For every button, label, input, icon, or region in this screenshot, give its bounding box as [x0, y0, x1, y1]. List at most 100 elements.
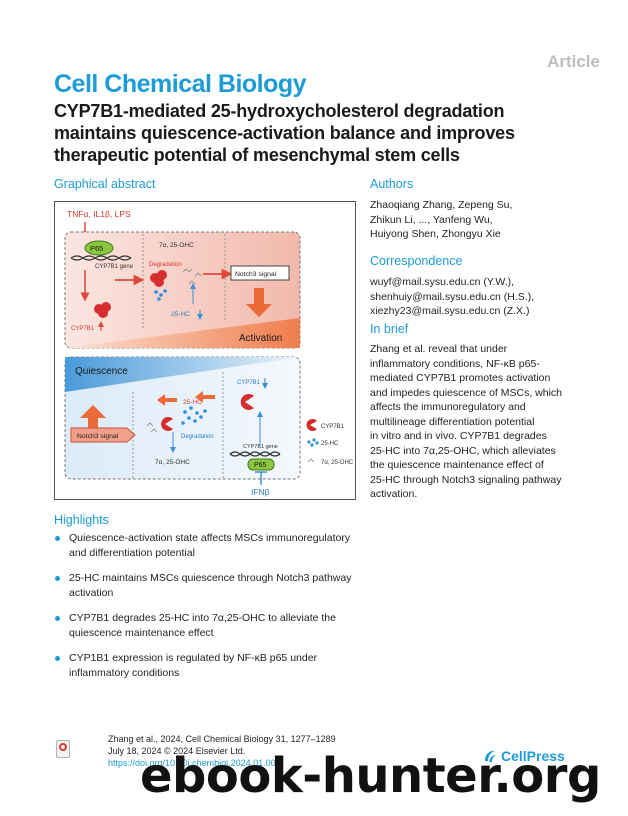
- in-brief-line: 25-HC through Notch3 signaling pathway: [370, 473, 562, 486]
- doi-link[interactable]: https://doi.org/10.10j.chembiol.2024.01.…: [108, 758, 276, 768]
- highlight-item: CYP1B1 expression is regulated by NF-κB …: [54, 651, 364, 680]
- p65-label: P65: [90, 244, 103, 253]
- highlight-item: CYP7B1 degrades 25-HC into 7α,25-OHC to …: [54, 611, 364, 640]
- cyp7b1-enzyme-icon: [150, 270, 167, 287]
- crossmark-icon[interactable]: [56, 740, 70, 758]
- correspondence-heading: Correspondence: [370, 254, 463, 268]
- dna-strand-icon: [229, 451, 281, 457]
- notch3-top-box: [230, 265, 290, 281]
- legend-cyp7b1-icon: [306, 419, 317, 431]
- highlight-item: Quiescence-activation state affects MSCs…: [54, 531, 364, 560]
- notch3-bottom-label: Notch3 signal: [77, 433, 119, 440]
- ifnb-label: IFNβ: [251, 487, 270, 497]
- in-brief-line: 25-HC into 7α,25-OHC, which alleviates: [370, 444, 556, 457]
- cyp7b1-gene-label: CYP7B1 gene: [95, 264, 134, 270]
- article-title: CYP7B1-mediated 25-hydroxycholesterol de…: [54, 100, 614, 166]
- cyp7b1-bottom-label: CYP7B1: [237, 380, 261, 386]
- in-brief-line: mediated CYP7B1 promotes activation: [370, 372, 551, 384]
- citation-line: Zhang et al., 2024, Cell Chemical Biolog…: [108, 734, 336, 744]
- in-brief-line: affects the immunoregulatory and: [370, 401, 526, 413]
- alpha-ohc-bottom-label: 7α, 25-OHC: [155, 459, 190, 466]
- legend-7a-icon: [307, 458, 315, 463]
- cellpress-text: CellPress: [501, 748, 565, 764]
- legend-25hc-label: 25-HC: [321, 441, 339, 447]
- citation: Zhang et al., 2024, Cell Chemical Biolog…: [108, 733, 336, 769]
- author-line: Zhikun Li, ..., Yanfeng Wu,: [370, 213, 493, 226]
- highlights-list: Quiescence-activation state affects MSCs…: [54, 531, 364, 691]
- graphical-abstract-figure: TNFα, IL1β, LPS P65 CYP7B1 gene CYP7B1 7…: [54, 201, 356, 500]
- p65-protein-icon: [84, 240, 114, 256]
- correspondence-email[interactable]: shenhuiy@mail.sysu.edu.cn (H.S.),: [370, 290, 535, 303]
- quiescence-up-arrow: [80, 405, 106, 434]
- in-brief-line: in vitro and in vivo. CYP7B1 degrades: [370, 430, 547, 442]
- activation-band: [65, 318, 300, 348]
- hc-25-bottom-label: 25-HC: [183, 399, 202, 406]
- graphical-abstract-heading: Graphical abstract: [54, 177, 156, 191]
- in-brief-line: multilineage differentiation potential: [370, 415, 535, 428]
- highlight-item: 25-HC maintains MSCs quiescence through …: [54, 571, 364, 600]
- hc-25-top-label: 25-HC: [171, 311, 190, 318]
- cyp7b1-enzyme-icon: [94, 302, 111, 318]
- highlight-text: 25-HC maintains MSCs quiescence through …: [69, 572, 352, 599]
- pathway-left-arrow: [195, 391, 215, 403]
- oxysterol-icon: [146, 422, 158, 433]
- highlight-text: CYP1B1 expression is regulated by NF-κB …: [69, 652, 318, 679]
- degradation-top-label: Degradation: [149, 262, 182, 268]
- in-brief-line: Zhang et al. reveal that under: [370, 343, 508, 355]
- graphical-abstract-svg: TNFα, IL1β, LPS P65 CYP7B1 gene CYP7B1 7…: [64, 209, 354, 497]
- author-line: Zhaoqiang Zhang, Zepeng Su,: [370, 199, 513, 211]
- highlight-text: Quiescence-activation state affects MSCs…: [69, 532, 351, 559]
- in-brief-line: and impedes quiescence of MSCs, which: [370, 386, 563, 399]
- authors-heading: Authors: [370, 177, 414, 191]
- cyp7b1-up-label: CYP7B1: [71, 326, 95, 332]
- dna-strand-icon: [70, 255, 132, 261]
- p65-bottom-label: P65: [254, 462, 267, 469]
- notch3-top-label: Notch3 signal: [235, 271, 277, 278]
- watermark: ebook-hunter.org: [140, 748, 601, 804]
- bullet-icon: [55, 536, 60, 541]
- correspondence-list: wuyf@mail.sysu.edu.cn (Y.W.), shenhuiy@m…: [370, 275, 534, 319]
- dna-strand-icon: [70, 255, 132, 261]
- in-brief-heading: In brief: [370, 322, 409, 336]
- cyp7b1-pacman-icon: [161, 417, 173, 431]
- in-brief-line: the quiescence maintenance effect of: [370, 459, 544, 471]
- metabolite-dots-icon: [154, 289, 167, 301]
- activation-label: Activation: [239, 333, 282, 344]
- alpha-ohc-top-label: 7α, 25-OHC: [159, 242, 194, 249]
- journal-name: Cell Chemical Biology: [54, 70, 307, 98]
- in-brief-text: Zhang et al. reveal that under inflammat…: [370, 342, 562, 502]
- article-tag: Article: [547, 52, 600, 71]
- legend-cyp7b1-label: CYP7B1: [321, 424, 345, 430]
- title-line: therapeutic potential of mesenchymal ste…: [54, 145, 460, 165]
- bullet-icon: [55, 576, 60, 581]
- title-line: maintains quiescence-activation balance …: [54, 123, 515, 143]
- crossmark-ring-icon: [59, 743, 67, 751]
- author-line: Huiyong Shen, Zhongyu Xie: [370, 228, 501, 240]
- legend-7a-label: 7α, 25-OHC: [321, 460, 354, 466]
- authors-list: Zhaoqiang Zhang, Zepeng Su, Zhikun Li, .…: [370, 198, 512, 242]
- cyp7b1-pacman-icon: [240, 394, 254, 410]
- bullet-icon: [55, 616, 60, 621]
- in-brief-line: inflammatory conditions, NF-κB p65-: [370, 357, 540, 370]
- p65-bottom-box: [247, 458, 275, 471]
- metabolite-dots-icon: [181, 406, 207, 425]
- stimuli-label: TNFα, IL1β, LPS: [67, 209, 131, 219]
- highlights-heading: Highlights: [54, 513, 109, 527]
- cellpress-mark-icon: [485, 750, 496, 762]
- correspondence-email[interactable]: wuyf@mail.sysu.edu.cn (Y.W.),: [370, 276, 515, 288]
- quiescence-label: Quiescence: [75, 366, 128, 377]
- correspondence-email[interactable]: xiezhy23@mail.sysu.edu.cn (Z.X.): [370, 305, 530, 317]
- bullet-icon: [55, 656, 60, 661]
- pathway-left-arrow: [157, 394, 177, 406]
- cellpress-logo[interactable]: CellPress: [482, 748, 565, 764]
- activation-down-arrow: [246, 288, 272, 317]
- degradation-bottom-label: Degradation: [181, 434, 214, 440]
- legend-25hc-icon: [307, 438, 319, 447]
- citation-line: July 18, 2024 © 2024 Elsevier Ltd.: [108, 746, 246, 756]
- dna-strand-icon: [229, 451, 281, 457]
- title-line: CYP7B1-mediated 25-hydroxycholesterol de…: [54, 101, 505, 121]
- quiescence-band: [65, 357, 300, 392]
- notch3-bottom-box: [70, 427, 136, 443]
- in-brief-line: activation.: [370, 488, 418, 500]
- highlight-text: CYP7B1 degrades 25-HC into 7α,25-OHC to …: [69, 612, 336, 639]
